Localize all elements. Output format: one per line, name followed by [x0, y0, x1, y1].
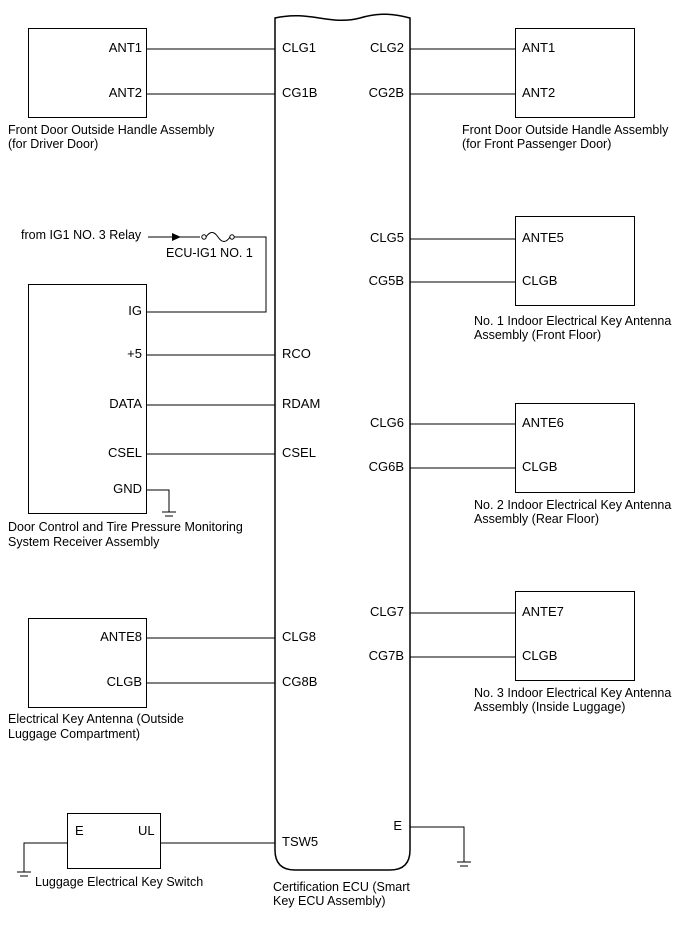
luggage-switch-pin-e: E — [75, 823, 84, 838]
outside-antenna-caption-2: Luggage Compartment) — [8, 727, 141, 741]
driver-handle-pin-ant2: ANT2 — [108, 85, 142, 100]
ecu-pin-clg8: CLG8 — [282, 629, 316, 644]
indoor-antenna-3-pin-clgb: CLGB — [522, 648, 558, 663]
ecu-pin-cg7b: CG7B — [368, 648, 404, 663]
ecu-pin-tsw5: TSW5 — [282, 834, 319, 849]
outside-antenna-pin-ante8: ANTE8 — [100, 629, 142, 644]
ecu-pin-clg7: CLG7 — [370, 604, 404, 619]
indoor-antenna-1-box — [515, 216, 635, 306]
passenger-handle-box — [515, 28, 635, 118]
indoor-antenna-2-pin-clgb: CLGB — [522, 459, 558, 474]
driver-handle-pin-ant1: ANT1 — [108, 40, 142, 55]
passenger-handle-caption-1: Front Door Outside Handle Assembly — [462, 123, 669, 137]
ecu-pin-cg2b: CG2B — [368, 85, 404, 100]
receiver-pin-gnd: GND — [113, 481, 142, 496]
ecu-caption-2: Key ECU Assembly) — [273, 894, 386, 908]
passenger-handle-pin-ant2: ANT2 — [522, 85, 556, 100]
indoor-antenna-1-caption-2: Assembly (Front Floor) — [474, 328, 602, 342]
indoor-antenna-1-caption-1: No. 1 Indoor Electrical Key Antenna — [474, 314, 672, 328]
indoor-antenna-3-caption-1: No. 3 Indoor Electrical Key Antenna — [474, 686, 672, 700]
ecu-pin-cg5b: CG5B — [368, 273, 404, 288]
wire-gnd — [146, 489, 170, 512]
indoor-antenna-3-box — [515, 591, 635, 681]
ecu-pin-rco: RCO — [282, 346, 311, 361]
luggage-switch-caption: Luggage Electrical Key Switch — [35, 875, 204, 889]
receiver-pin-data: DATA — [109, 396, 142, 411]
receiver-box — [28, 284, 147, 514]
passenger-handle-pin-ant1: ANT1 — [522, 40, 556, 55]
ecu-pin-rdam: RDAM — [282, 396, 321, 411]
fuse-label: ECU-IG1 NO. 1 — [166, 246, 253, 260]
indoor-antenna-2-caption-2: Assembly (Rear Floor) — [474, 512, 600, 526]
ecu-pin-clg6: CLG6 — [370, 415, 404, 430]
fuse-terminal-right — [229, 234, 235, 240]
ecu-body — [274, 13, 411, 871]
wire-switch-ground — [23, 842, 68, 872]
ecu-pin-clg5: CLG5 — [370, 230, 404, 245]
fuse-terminal-left — [201, 234, 207, 240]
ecu-pin-cg1b: CG1B — [282, 85, 318, 100]
wire-ig — [146, 236, 267, 313]
passenger-handle-caption-2: (for Front Passenger Door) — [462, 137, 612, 151]
indoor-antenna-1-pin-ante5: ANTE5 — [522, 230, 564, 245]
wire-ecu-e — [410, 826, 465, 862]
indoor-antenna-2-box — [515, 403, 635, 493]
receiver-pin-csel: CSEL — [108, 445, 142, 460]
ecu-pin-e: E — [393, 818, 402, 833]
relay-arrow — [172, 233, 181, 241]
ecu-pin-clg1: CLG1 — [282, 40, 316, 55]
luggage-switch-box — [67, 813, 161, 869]
driver-handle-caption-1: Front Door Outside Handle Assembly — [8, 123, 215, 137]
outside-antenna-pin-clgb: CLGB — [106, 674, 142, 689]
receiver-caption-2: System Receiver Assembly — [8, 535, 160, 549]
ecu-pin-clg2: CLG2 — [370, 40, 404, 55]
indoor-antenna-3-pin-ante7: ANTE7 — [522, 604, 564, 619]
receiver-pin-ig: IG — [128, 303, 142, 318]
fuse-element — [205, 232, 231, 242]
driver-handle-box — [28, 28, 147, 118]
indoor-antenna-1-pin-clgb: CLGB — [522, 273, 558, 288]
outside-antenna-box — [28, 618, 147, 708]
indoor-antenna-2-pin-ante6: ANTE6 — [522, 415, 564, 430]
luggage-switch-pin-ul: UL — [138, 823, 155, 838]
receiver-caption-1: Door Control and Tire Pressure Monitorin… — [8, 520, 243, 534]
outside-antenna-caption-1: Electrical Key Antenna (Outside — [8, 712, 184, 726]
ecu-pin-cg8b: CG8B — [282, 674, 318, 689]
ecu-pin-csel: CSEL — [282, 445, 316, 460]
indoor-antenna-2-caption-1: No. 2 Indoor Electrical Key Antenna — [474, 498, 672, 512]
receiver-pin-plus5: +5 — [127, 346, 142, 361]
ecu-caption-1: Certification ECU (Smart — [273, 880, 410, 894]
indoor-antenna-3-caption-2: Assembly (Inside Luggage) — [474, 700, 626, 714]
ecu-pin-cg6b: CG6B — [368, 459, 404, 474]
relay-source-label: from IG1 NO. 3 Relay — [21, 228, 142, 242]
driver-handle-caption-2: (for Driver Door) — [8, 137, 99, 151]
